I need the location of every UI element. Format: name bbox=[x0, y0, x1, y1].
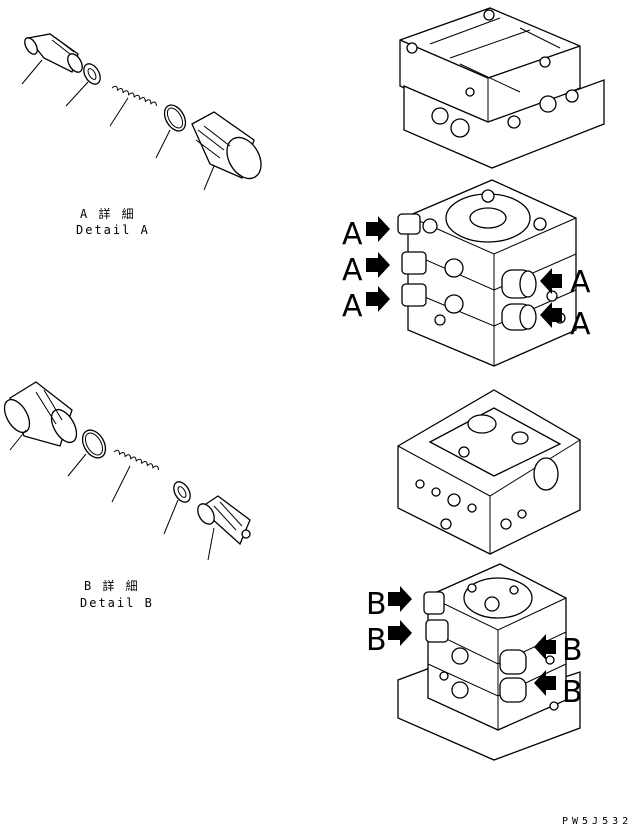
arrow-right-icon bbox=[388, 586, 412, 612]
callout-a-3: A bbox=[342, 289, 363, 324]
plunger-b bbox=[197, 495, 251, 546]
arrows-a bbox=[366, 216, 562, 328]
detail-b-title-en: Detail B bbox=[80, 596, 154, 610]
detail-b-title-jp: B 詳 細 bbox=[84, 578, 140, 593]
arrow-right-icon bbox=[366, 286, 390, 312]
ports-left-a bbox=[397, 213, 464, 326]
spring-b bbox=[113, 449, 160, 471]
o-ring-b bbox=[81, 429, 107, 459]
plug-b bbox=[3, 381, 78, 447]
callout-b-1: B bbox=[366, 587, 387, 622]
leader-line bbox=[155, 129, 171, 159]
leader-line bbox=[21, 59, 43, 85]
o-ring-a bbox=[163, 104, 187, 132]
detail-b-parts: B 詳 細 Detail B bbox=[3, 381, 251, 610]
arrow-right-icon bbox=[366, 252, 390, 278]
valve-stack-a bbox=[397, 179, 577, 367]
detail-a-parts: A 詳 細 Detail A bbox=[21, 33, 262, 237]
leader-line bbox=[9, 429, 27, 451]
plug-a bbox=[191, 111, 262, 180]
callout-a-1: A bbox=[342, 217, 363, 252]
detail-a-title-jp: A 詳 細 bbox=[80, 206, 136, 221]
callout-b-2: B bbox=[366, 623, 387, 658]
leader-line bbox=[109, 97, 129, 127]
arrows-b bbox=[388, 586, 556, 696]
arrow-left-icon bbox=[534, 634, 556, 660]
spring-a bbox=[111, 85, 158, 107]
arrow-right-icon bbox=[366, 216, 390, 242]
arrow-right-icon bbox=[388, 620, 412, 646]
callout-a-4: A bbox=[570, 265, 591, 300]
plunger-a bbox=[24, 33, 83, 73]
leader-line bbox=[203, 165, 215, 191]
washer-b bbox=[173, 481, 191, 503]
leader-line bbox=[65, 81, 89, 107]
valve-cover-top bbox=[399, 7, 605, 169]
leader-line bbox=[111, 465, 131, 503]
callout-a-2: A bbox=[342, 253, 363, 288]
callout-b-4: B bbox=[562, 675, 583, 710]
callout-b-3: B bbox=[562, 633, 583, 668]
valve-block-middle bbox=[397, 389, 581, 555]
arrow-left-icon bbox=[540, 302, 562, 328]
detail-a-title-en: Detail A bbox=[76, 223, 150, 237]
washer-a bbox=[83, 63, 101, 85]
arrow-left-icon bbox=[540, 268, 562, 294]
plugs-right-a bbox=[501, 269, 566, 331]
arrow-left-icon bbox=[534, 670, 556, 696]
callout-a-5: A bbox=[570, 307, 591, 342]
leader-line bbox=[67, 453, 87, 477]
drawing-code: PW5J532 bbox=[562, 816, 631, 827]
valve-stack-b bbox=[397, 563, 581, 761]
leader-line bbox=[163, 499, 179, 535]
leader-line bbox=[207, 527, 215, 561]
